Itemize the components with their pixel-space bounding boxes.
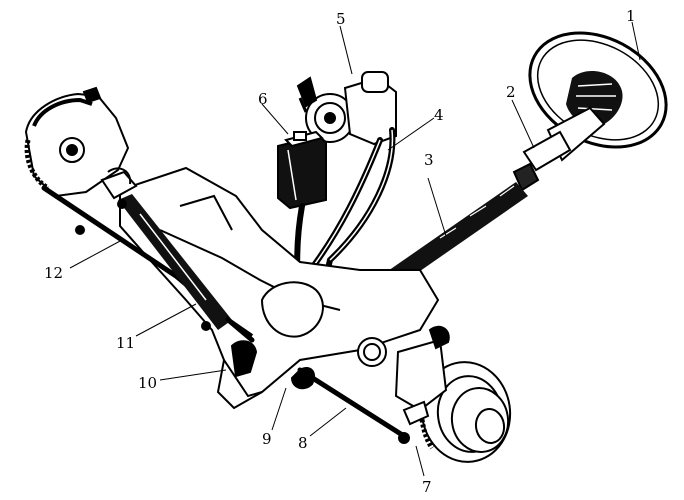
joint-balls	[75, 199, 410, 444]
callout-7: 7	[422, 478, 432, 496]
callout-1: 1	[626, 7, 636, 25]
right-disc-brake	[394, 325, 512, 463]
callout-9: 9	[262, 430, 272, 448]
callout-11: 11	[116, 334, 135, 352]
fluid-reservoir	[277, 130, 327, 210]
callout-3: 3	[424, 151, 434, 169]
power-steering-pump	[296, 71, 397, 146]
callout-12: 12	[44, 264, 63, 282]
callout-5: 5	[336, 10, 346, 28]
callout-2: 2	[506, 83, 516, 101]
drag-link	[118, 194, 254, 338]
left-knuckle	[24, 86, 138, 200]
steering-column	[512, 106, 606, 192]
hose-highlights	[311, 129, 394, 269]
callout-4: 4	[434, 106, 444, 124]
callout-6: 6	[258, 90, 268, 108]
callout-10: 10	[138, 374, 157, 392]
callout-8: 8	[298, 434, 308, 452]
leader-lines	[69, 21, 641, 477]
axle-housing	[119, 166, 440, 410]
